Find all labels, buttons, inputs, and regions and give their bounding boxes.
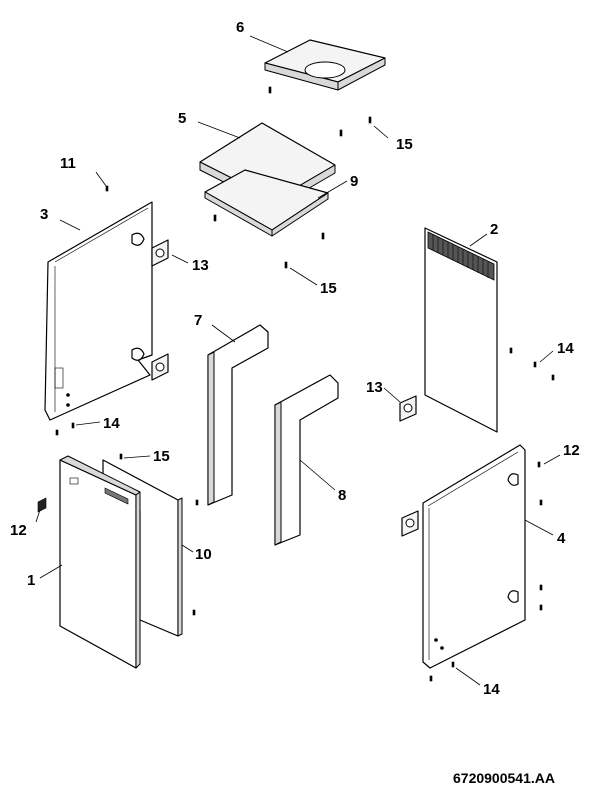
part-7-inner-divider <box>207 324 269 506</box>
part-13-gasket-right-floating <box>399 395 417 422</box>
callout-4: 4 <box>557 530 566 547</box>
part-9-lower-plate <box>204 169 329 237</box>
part-4-right-side-panel <box>422 444 526 669</box>
callout-5: 5 <box>178 110 186 127</box>
callout-12-left: 11 <box>60 155 76 172</box>
callout-10: 10 <box>195 546 212 563</box>
part-13-gasket-upper-left <box>151 239 169 267</box>
part-2-rear-panel <box>424 227 498 433</box>
callout-2: 2 <box>490 221 498 238</box>
callout-12-right: 12 <box>563 442 580 459</box>
callout-7: 7 <box>194 312 202 329</box>
part-1-front-door <box>59 455 141 669</box>
part-3-left-side-panel <box>44 201 153 421</box>
callout-15-middle: 15 <box>320 280 337 297</box>
callout-15-top: 15 <box>396 136 413 153</box>
callout-14-right-lower: 14 <box>483 681 500 698</box>
part-6-top-cover <box>264 39 386 91</box>
callout-3: 3 <box>40 206 48 223</box>
part-11-clip <box>37 497 47 513</box>
callout-13-right: 13 <box>366 379 383 396</box>
callout-11: 12 <box>10 522 27 539</box>
leader-lines <box>35 35 561 686</box>
callout-14-right-upper: 14 <box>557 340 574 357</box>
document-number: 6720900541.AA <box>453 770 555 786</box>
part-13-gasket-right-mounted <box>401 510 419 537</box>
callout-15-front: 15 <box>153 448 170 465</box>
callout-1: 1 <box>27 572 35 589</box>
part-8-inner-divider <box>274 374 339 546</box>
callout-14-left: 14 <box>103 415 120 432</box>
screws <box>55 86 555 682</box>
callout-6: 6 <box>236 19 244 36</box>
callout-9: 9 <box>350 173 358 190</box>
callout-8: 8 <box>338 487 346 504</box>
part-13-gasket-lower-left <box>151 353 169 381</box>
callout-labels: 6 5 15 9 11 3 13 15 2 7 14 13 14 15 12 8… <box>10 19 580 698</box>
callout-13-left: 13 <box>192 257 209 274</box>
